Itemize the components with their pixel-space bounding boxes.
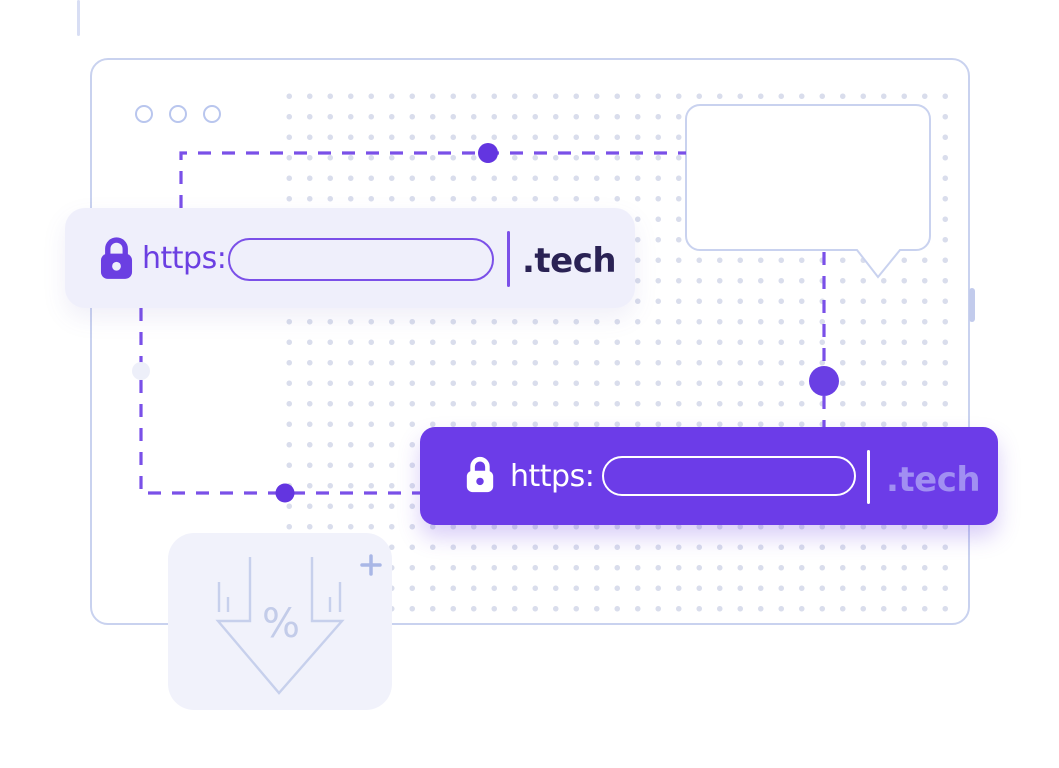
protocol-label: https: [510,459,595,494]
dashed-connector-top [179,151,686,208]
speech-bubble [685,104,931,279]
connector-dot [478,143,498,163]
discount-card: % [168,533,392,710]
decorative-line [77,0,80,36]
lock-icon [100,237,133,279]
down-arrow-outline [215,557,345,695]
scrollbar-thumb[interactable] [969,288,975,322]
dashed-connector-left [139,308,420,495]
discount-arrow-icon: % [215,554,382,695]
domain-input[interactable] [228,238,494,281]
bar-ticks-left [217,582,230,612]
protocol-label: https: [142,241,227,276]
url-bar-purple: https: .tech [420,427,998,525]
tld-label: .tech [522,241,617,281]
connector-dot [275,483,295,503]
tld-label: .tech [886,460,981,500]
percent-glyph: % [262,601,300,647]
divider [867,450,870,504]
connector-dot-large [809,366,839,396]
window-control-dot[interactable] [169,105,187,123]
lock-icon [466,456,494,493]
plus-icon [360,554,382,576]
window-control-dot[interactable] [203,105,221,123]
url-bar-light: https: .tech [65,208,635,308]
window-control-dot[interactable] [135,105,153,123]
connector-dot-light [132,362,150,380]
domain-input[interactable] [602,456,856,496]
divider [507,231,510,287]
bar-ticks-right [328,582,342,612]
